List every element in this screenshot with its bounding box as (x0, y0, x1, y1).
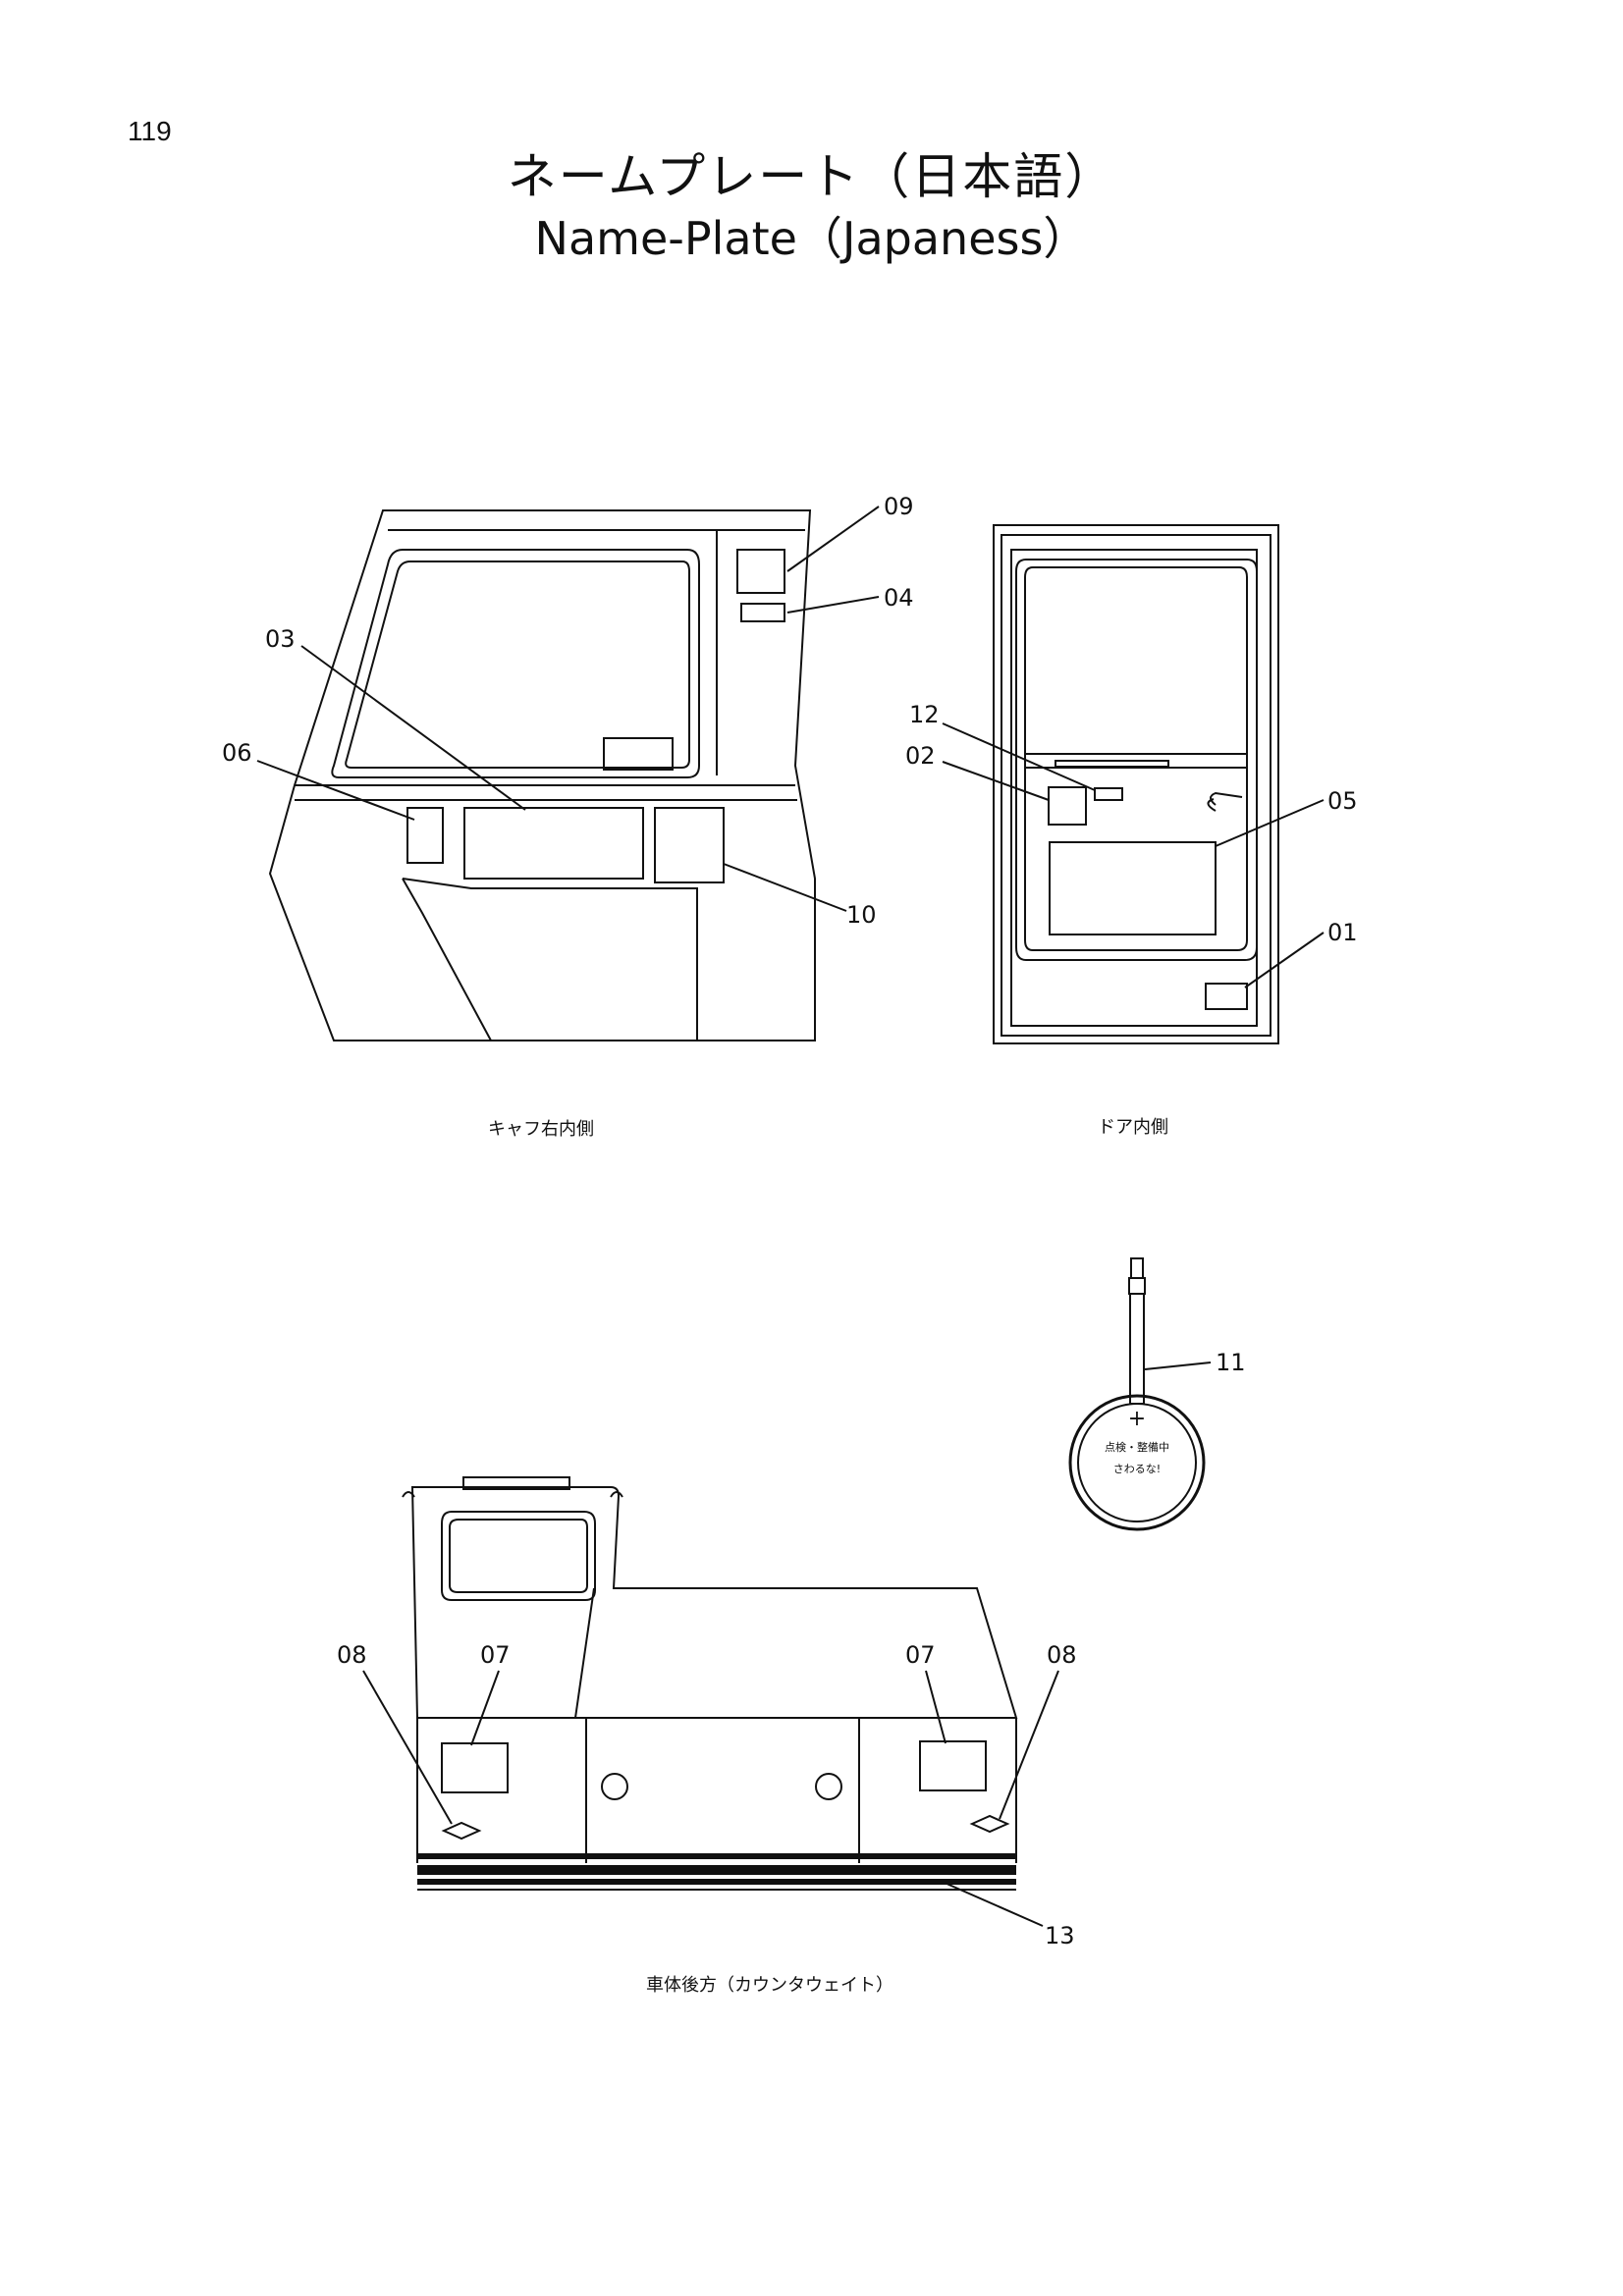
caption-rear-counterweight: 車体後方（カウンタウェイト） (646, 1975, 893, 1996)
callout-01: 01 (1327, 919, 1358, 946)
caption-door-inside: ドア内側 (1098, 1117, 1168, 1138)
tag-plate-line2: さわるな! (1113, 1463, 1161, 1475)
callout-13: 13 (1045, 1922, 1075, 1949)
hole-left (601, 1773, 628, 1800)
plate-04 (740, 603, 785, 622)
hole-right (815, 1773, 842, 1800)
callout-07-left: 07 (480, 1641, 511, 1669)
tag-plate-outer (1068, 1394, 1206, 1531)
callout-04: 04 (884, 584, 914, 612)
callout-09: 09 (884, 493, 914, 520)
callout-05: 05 (1327, 787, 1358, 815)
cab-outline (268, 509, 816, 1041)
stripe-band-middle (417, 1865, 1016, 1875)
cab-right-inside-view: 09 04 03 06 10 キャフ右内側 (222, 493, 914, 1140)
tag-strap (1129, 1293, 1145, 1405)
plate-05 (1049, 841, 1217, 935)
page-title-japanese: ネームプレート（日本語） (507, 148, 1116, 205)
callout-02: 02 (905, 742, 936, 770)
rear-counterweight-view: 08 07 07 08 13 車体後方（カウンタウェイト） (337, 1476, 1077, 1996)
callout-10: 10 (846, 901, 877, 929)
plate-10 (654, 807, 725, 883)
plate-03 (463, 807, 644, 880)
plate-01 (1205, 983, 1248, 1010)
plate-06 (406, 807, 444, 864)
plate-08-left (441, 1821, 482, 1841)
callout-07-right: 07 (905, 1641, 936, 1669)
plate-09 (736, 549, 785, 594)
caption-cab-right-inside: キャフ右内側 (488, 1119, 594, 1140)
cab-window (331, 549, 700, 778)
callout-12: 12 (909, 701, 940, 728)
callout-11: 11 (1216, 1349, 1246, 1376)
door-outline (993, 524, 1279, 1044)
callout-08-left: 08 (337, 1641, 367, 1669)
plate-08-right (969, 1814, 1010, 1834)
plate-07-right (919, 1740, 987, 1791)
callout-08-right: 08 (1047, 1641, 1077, 1669)
stripe-band-bottom (417, 1879, 1016, 1885)
page-title-english: Name-Plate（Japaness） (534, 212, 1089, 265)
page-number: 119 (128, 116, 172, 146)
tag-plate-line1: 点検・整備中 (1105, 1440, 1169, 1454)
rear-outline (402, 1476, 1018, 1891)
tag-plate-view: + 点検・整備中 さわるな! 11 (1068, 1257, 1246, 1531)
tag-plate-inner (1077, 1403, 1197, 1522)
plate-07-left (441, 1742, 509, 1793)
plate-12 (1094, 787, 1123, 801)
plus-mark-icon: + (1128, 1407, 1146, 1431)
door-inside-view: 12 02 05 01 ドア内側 (905, 524, 1358, 1138)
tag-clip (1130, 1257, 1144, 1279)
callout-03: 03 (265, 625, 296, 653)
callout-06: 06 (222, 739, 252, 767)
stripe-band-top (417, 1853, 1016, 1859)
plate-02 (1048, 786, 1087, 826)
